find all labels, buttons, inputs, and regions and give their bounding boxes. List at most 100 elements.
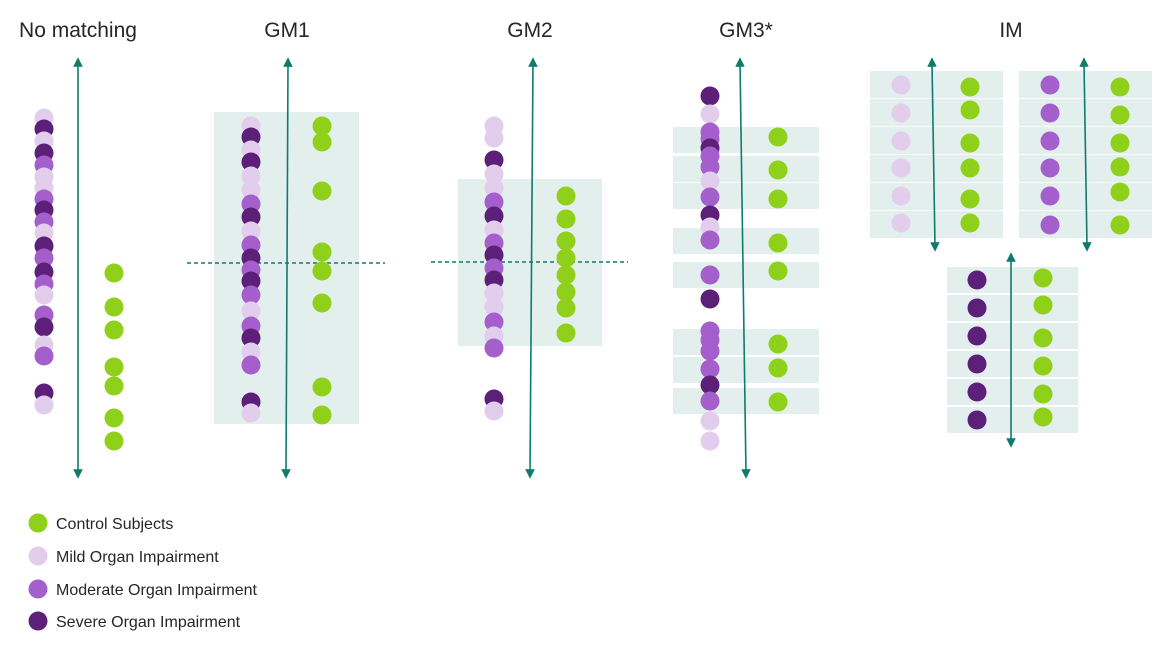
im-right-control-dot <box>1110 105 1130 125</box>
gm1-mild-dot <box>241 301 261 321</box>
gm3-moderate-dot <box>700 341 720 361</box>
gm3-severe-dot <box>700 86 720 106</box>
gm2-severe-dot <box>484 245 504 265</box>
panel-title-im: IM <box>999 19 1022 42</box>
gm3-mild-dot <box>700 104 720 124</box>
im-severe-band-1 <box>947 267 1078 293</box>
im-bottom-severe-dot <box>967 410 987 430</box>
panel-title-gm1: GM1 <box>264 19 310 42</box>
no-matching-control-dot <box>104 320 124 340</box>
gm2-control-dot <box>556 186 576 206</box>
gm1-moderate-dot <box>241 355 261 375</box>
gm1-mild-dot <box>241 403 261 423</box>
gm2-mild-dot <box>484 297 504 317</box>
im-severe-band-4 <box>947 351 1078 377</box>
gm2-moderate-dot <box>484 192 504 212</box>
im-left-mild-dot <box>891 213 911 233</box>
no-matching-moderate-dot <box>34 248 54 268</box>
gm1-mild-dot <box>241 221 261 241</box>
gm2-control-dot <box>556 209 576 229</box>
gm3-severe-dot <box>700 375 720 395</box>
gm3-band-2 <box>673 156 819 182</box>
gm2-severe-dot <box>484 206 504 226</box>
gm1-severe-dot <box>241 152 261 172</box>
gm3-control-dot <box>768 358 788 378</box>
im-left-control-dot <box>960 158 980 178</box>
im-right-moderate-dot <box>1040 158 1060 178</box>
no-matching-control-dot <box>104 263 124 283</box>
panel-titles: No matching GM1 GM2 GM3* IM <box>19 19 1023 42</box>
gm2-mild-dot <box>484 164 504 184</box>
gm3-moderate-dot <box>700 391 720 411</box>
legend-label-mild: Mild Organ Impairment <box>56 549 219 566</box>
im-bottom-severe-dot <box>967 270 987 290</box>
gm1-control-dot <box>312 261 332 281</box>
gm3-moderate-dot <box>700 265 720 285</box>
gm2-control-dot <box>556 265 576 285</box>
im-mild-axis-arrow <box>927 57 940 252</box>
no-matching-mild-dot <box>34 285 54 305</box>
no-matching-control-dot <box>104 408 124 428</box>
gm1-mild-dot <box>241 342 261 362</box>
gm1-control-dot <box>312 293 332 313</box>
gm1-moderate-dot <box>241 194 261 214</box>
im-moderate-band-1 <box>1019 71 1152 98</box>
gm2-severe-dot <box>484 270 504 290</box>
gm3-band-7 <box>673 357 819 383</box>
panel-title-gm2: GM2 <box>507 19 553 42</box>
gm3-control-dot <box>768 261 788 281</box>
gm2-control-dot <box>556 298 576 318</box>
im-right-moderate-dot <box>1040 186 1060 206</box>
im-bottom-control-dot <box>1033 356 1053 376</box>
im-left-control-dot <box>960 189 980 209</box>
im-right-moderate-dot <box>1040 215 1060 235</box>
im-bottom-severe-dot <box>967 298 987 318</box>
gm1-axis-arrow <box>281 57 293 479</box>
legend-label-control: Control Subjects <box>56 516 173 533</box>
im-severe-band-6 <box>947 407 1078 433</box>
gm3-control-dot <box>768 160 788 180</box>
im-left-mild-dot <box>891 103 911 123</box>
im-right-control-dot <box>1110 77 1130 97</box>
legend-label-severe: Severe Organ Impairment <box>56 614 241 631</box>
im-moderate-band-6 <box>1019 211 1152 238</box>
legend: Control Subjects Mild Organ Impairment M… <box>28 513 258 631</box>
gm1-moderate-dot <box>241 285 261 305</box>
im-mild-band-6 <box>870 211 1003 238</box>
im-left-mild-dot <box>891 158 911 178</box>
gm2-control-dot <box>556 231 576 251</box>
legend-label-moderate: Moderate Organ Impairment <box>56 582 258 599</box>
im-right-moderate-dot <box>1040 75 1060 95</box>
im-left-mild-dot <box>891 186 911 206</box>
gm1-severe-dot <box>241 127 261 147</box>
im-bottom-control-dot <box>1033 295 1053 315</box>
gm3-mild-dot <box>700 411 720 431</box>
gm1-mild-dot <box>241 180 261 200</box>
im-severe-band-3 <box>947 323 1078 349</box>
no-matching-mild-dot <box>34 395 54 415</box>
gm2-moderate-dot <box>484 338 504 358</box>
im-severe-band-5 <box>947 379 1078 405</box>
im-mild-band-4 <box>870 155 1003 182</box>
im-right-control-dot <box>1110 215 1130 235</box>
no-matching-moderate-dot <box>34 346 54 366</box>
im-bottom-severe-dot <box>967 382 987 402</box>
im-mild-band-3 <box>870 127 1003 154</box>
gm3-band-1 <box>673 127 819 153</box>
gm3-control-dot <box>768 334 788 354</box>
im-left-control-dot <box>960 77 980 97</box>
im-bottom-control-dot <box>1033 384 1053 404</box>
no-matching-mild-dot <box>34 223 54 243</box>
gm3-band-5 <box>673 262 819 288</box>
gm3-severe-dot <box>700 289 720 309</box>
gm3-moderate-dot <box>700 187 720 207</box>
gm2-mild-dot <box>484 128 504 148</box>
gm3-band-3 <box>673 183 819 209</box>
gm1-moderate-dot <box>241 235 261 255</box>
gm2-mild-dot <box>484 401 504 421</box>
gm3-control-dot <box>768 127 788 147</box>
im-mild-band-1 <box>870 71 1003 98</box>
im-right-control-dot <box>1110 133 1130 153</box>
no-matching-control-dot <box>104 297 124 317</box>
no-matching-control-dot <box>104 376 124 396</box>
